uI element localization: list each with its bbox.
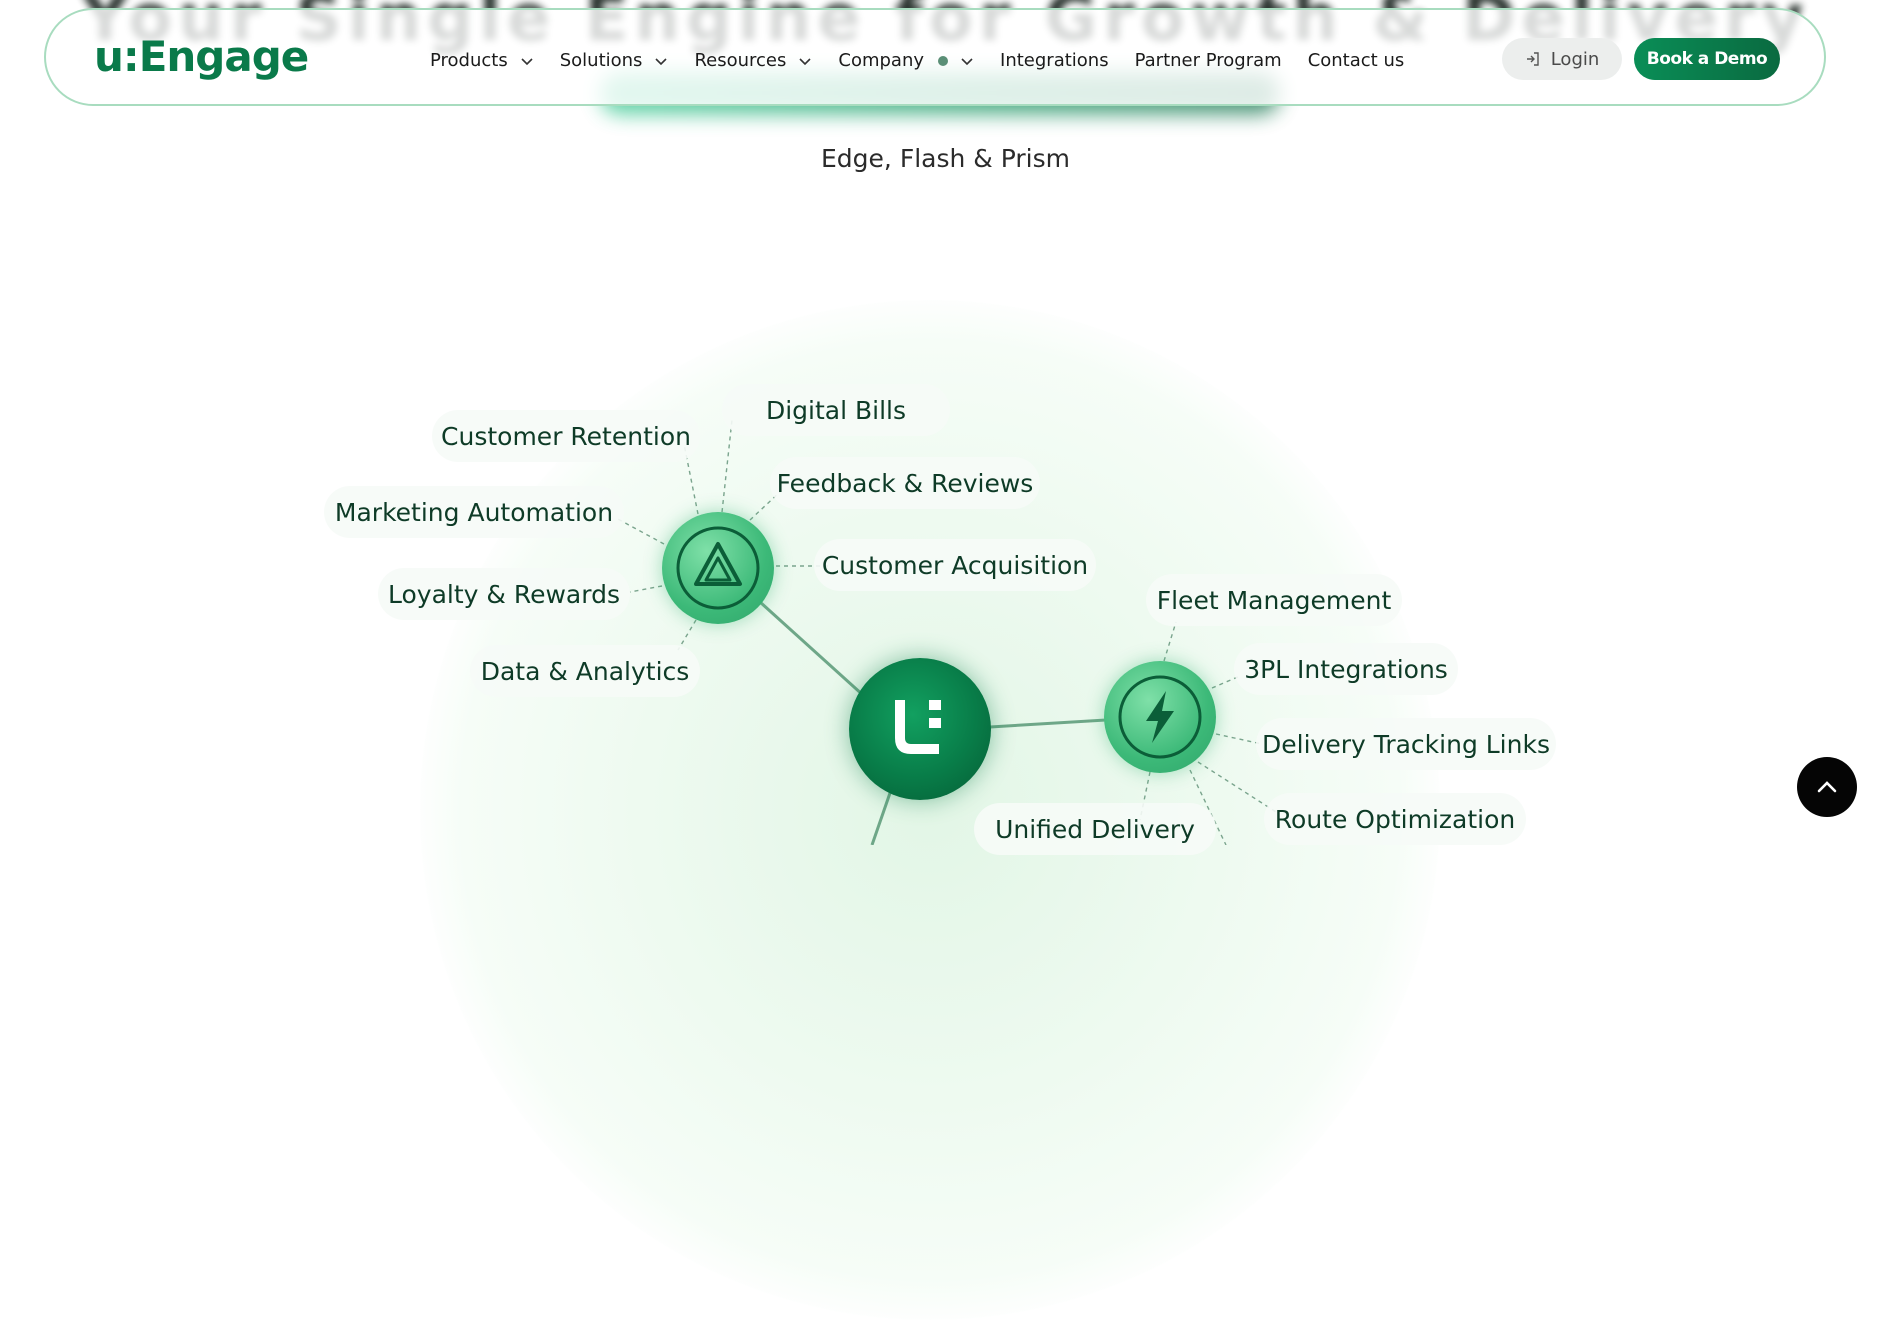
uengage-center-hub [849,658,991,800]
book-demo-button[interactable]: Book a Demo [1634,38,1780,80]
status-dot [938,55,949,66]
nav-item-contact-us[interactable]: Contact us [1307,50,1405,71]
feature-data-analytics: Data & Analytics [470,645,700,697]
chevron-down-icon [655,57,668,65]
lightning-bolt-icon [1118,675,1202,759]
feature-3pl-integrations: 3PL Integrations [1234,643,1458,695]
login-icon [1526,52,1539,66]
nav-item-partner-program[interactable]: Partner Program [1134,50,1282,71]
scroll-to-top-button[interactable] [1797,757,1857,817]
feature-loyalty-rewards: Loyalty & Rewards [378,568,630,620]
hero-subtitle: Edge, Flash & Prism [821,144,1070,173]
engage-hub [662,512,774,624]
nav-item-products[interactable]: Products [430,50,534,71]
chevron-up-icon [1817,781,1837,793]
feature-customer-acquisition: Customer Acquisition [814,539,1096,591]
feature-customer-retention: Customer Retention [432,410,700,462]
feature-route-optimization: Route Optimization [1264,793,1526,845]
login-button[interactable]: Login [1502,38,1622,80]
uengage-logo-icon [895,700,941,754]
top-navbar: u:Engage Products Solutions Resources Co… [44,8,1826,106]
feature-digital-bills: Digital Bills [722,384,950,436]
chevron-down-icon [521,57,533,65]
triangle-prism-icon [676,526,760,610]
feature-unified-delivery: Unified Delivery [974,803,1216,855]
nav-item-integrations[interactable]: Integrations [1000,50,1109,71]
nav-item-resources[interactable]: Resources [694,50,812,71]
feature-feedback-reviews: Feedback & Reviews [770,457,1040,509]
nav-links: Products Solutions Resources Company Int… [430,50,1430,71]
uengage-logo[interactable]: u:Engage [94,32,309,81]
feature-delivery-tracking-links: Delivery Tracking Links [1256,718,1556,770]
chevron-down-icon [799,57,811,65]
feature-fleet-management: Fleet Management [1146,574,1402,626]
feature-marketing-automation: Marketing Automation [324,486,624,538]
nav-item-solutions[interactable]: Solutions [560,50,669,71]
nav-item-company[interactable]: Company [838,50,974,71]
deliver-hub [1104,661,1216,773]
chevron-down-icon [961,57,973,65]
